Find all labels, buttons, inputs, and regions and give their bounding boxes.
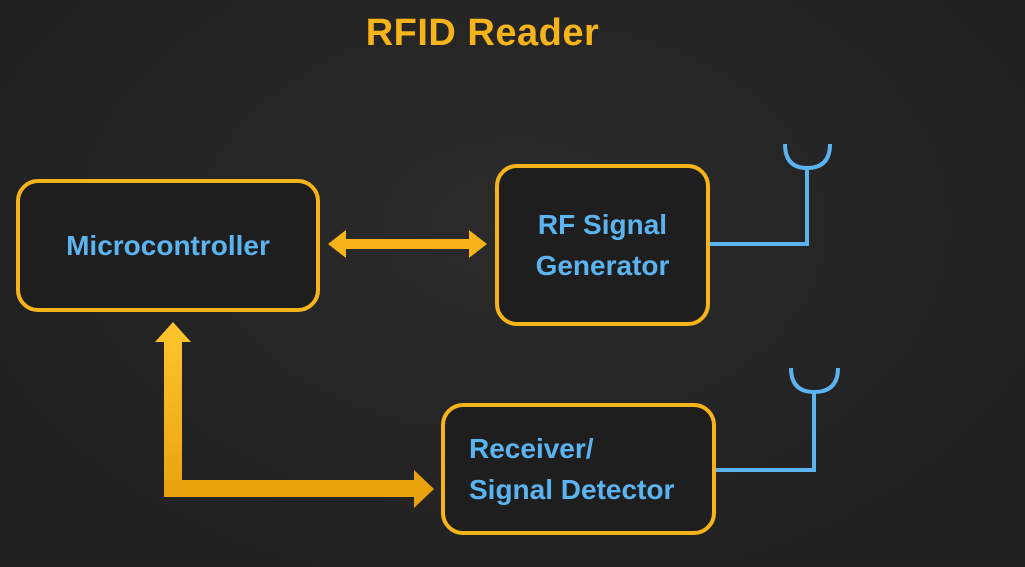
rf-signal-generator-label-line1: RF Signal (537, 209, 668, 240)
microcontroller-block: Microcontroller (16, 179, 320, 312)
receiver-antenna-icon (716, 367, 840, 472)
rf-signal-generator-block: RF Signal Generator (495, 164, 710, 326)
rf-signal-generator-label: RF Signal Generator (536, 204, 670, 286)
receiver-label-line2: Signal Detector (469, 474, 675, 505)
rfgen-antenna-icon (710, 143, 832, 246)
receiver-signal-detector-block: Receiver/ Signal Detector (441, 403, 716, 535)
microcontroller-label: Microcontroller (66, 230, 270, 261)
mcu-rfgen-bidirectional-arrow (328, 230, 487, 258)
receiver-label: Receiver/ Signal Detector (469, 428, 674, 510)
mcu-receiver-bidirectional-arrow (155, 322, 434, 508)
diagram-title: RFID Reader (365, 12, 600, 54)
rf-signal-generator-label-line2: Generator (535, 250, 670, 281)
receiver-label-line1: Receiver/ (469, 433, 594, 464)
